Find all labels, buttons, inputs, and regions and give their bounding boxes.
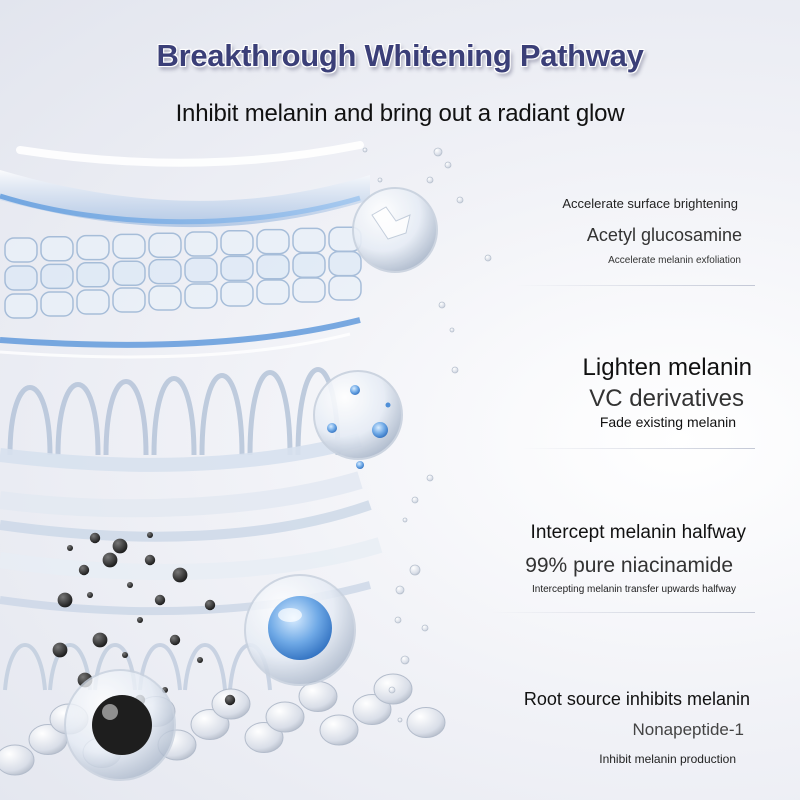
divider	[490, 612, 755, 613]
step-surface-brightening: Accelerate surface brightening Acetyl gl…	[562, 196, 742, 266]
step-description: Accelerate melanin exfoliation	[608, 255, 741, 266]
step-description: Intercepting melanin transfer upwards ha…	[532, 584, 736, 595]
step-description: Fade existing melanin	[599, 414, 736, 430]
page-subtitle: Inhibit melanin and bring out a radiant …	[175, 100, 625, 127]
step-ingredient: Nonapeptide-1	[632, 720, 744, 739]
step-ingredient: 99% pure niacinamide	[525, 554, 733, 577]
step-root-inhibit: Root source inhibits melanin Nonapeptide…	[524, 689, 750, 766]
step-ingredient: Acetyl glucosamine	[586, 225, 742, 245]
step-label: Intercept melanin halfway	[530, 522, 746, 543]
step-ingredient: VC derivatives	[589, 385, 744, 412]
step-label: Lighten melanin	[582, 354, 752, 381]
step-description: Inhibit melanin production	[599, 752, 736, 766]
divider	[515, 285, 755, 286]
step-lighten-melanin: Lighten melanin VC derivatives Fade exis…	[583, 354, 752, 430]
divider	[520, 448, 755, 449]
page-title: Breakthrough Whitening Pathway	[156, 38, 644, 73]
step-intercept-melanin: Intercept melanin halfway 99% pure niaci…	[525, 522, 746, 595]
step-label: Root source inhibits melanin	[523, 689, 750, 709]
step-label: Accelerate surface brightening	[562, 196, 738, 211]
